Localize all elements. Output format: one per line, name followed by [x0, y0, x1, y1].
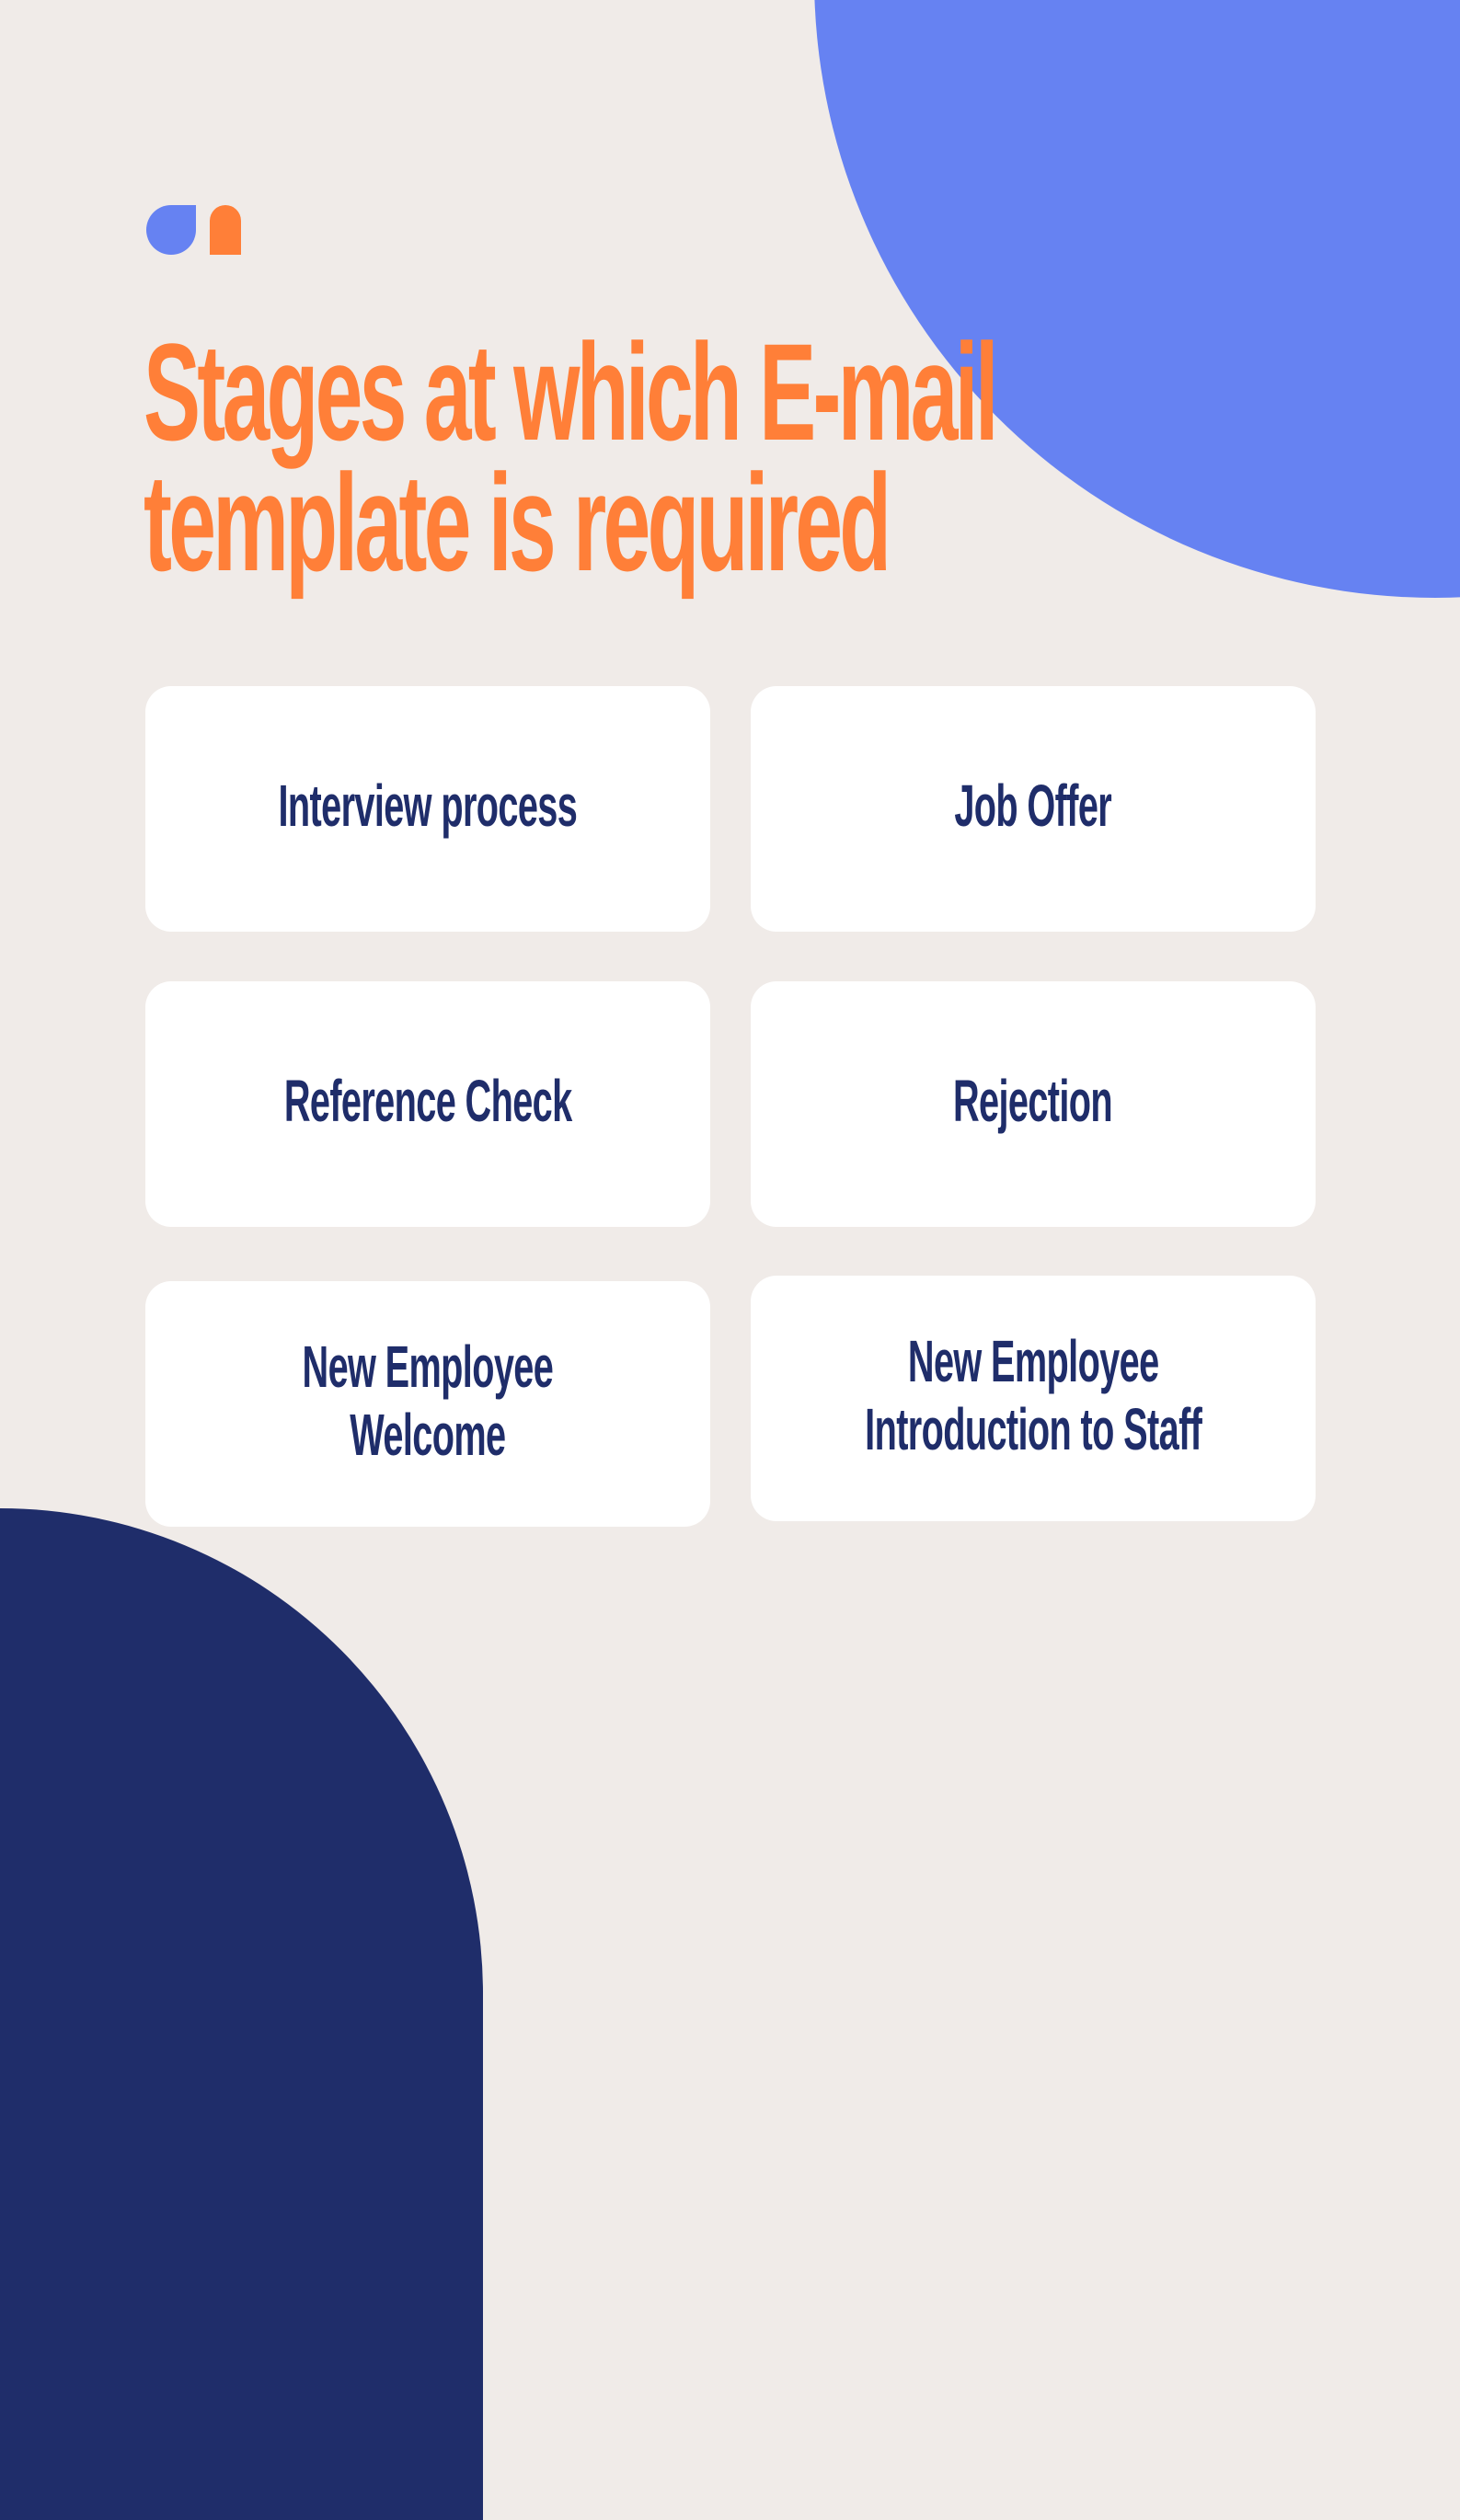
- quote-drop-shape: [146, 205, 196, 255]
- stage-card-text: Reference Check: [283, 1067, 572, 1134]
- stage-card-text: New Employee: [907, 1327, 1159, 1394]
- quote-mark-icon: [146, 205, 241, 255]
- stage-card-rejection: Rejection: [751, 981, 1316, 1227]
- stage-card-label: New Employee Introduction to Staff: [864, 1327, 1202, 1463]
- stage-card-text: Introduction to Staff: [864, 1395, 1202, 1462]
- stage-card-job-offer: Job Offer: [751, 686, 1316, 932]
- title-line-1: Stages at which E-mail: [144, 315, 999, 469]
- stage-card-text: Welcome: [350, 1401, 506, 1468]
- stage-card-label: Interview process: [279, 772, 578, 840]
- stage-card-label: Reference Check: [284, 1067, 572, 1135]
- stage-card-reference-check: Reference Check: [145, 981, 710, 1227]
- stage-card-new-employee-welcome: New Employee Welcome: [145, 1281, 710, 1527]
- stage-card-text: Job Offer: [954, 772, 1112, 839]
- stage-card-label: Job Offer: [955, 772, 1112, 840]
- stage-card-label: New Employee Welcome: [303, 1333, 554, 1469]
- title-line-2: template is required: [144, 445, 891, 600]
- stage-card-text: New Employee: [302, 1333, 554, 1400]
- stage-card-new-employee-introduction: New Employee Introduction to Staff: [751, 1276, 1316, 1521]
- stage-card-interview-process: Interview process: [145, 686, 710, 932]
- quote-arch-shape: [210, 205, 241, 255]
- stage-card-label: Rejection: [953, 1067, 1113, 1135]
- stage-card-text: Rejection: [953, 1067, 1113, 1134]
- stage-card-text: Interview process: [278, 772, 578, 839]
- decorative-navy-arch: [0, 1508, 483, 2520]
- page-title: Stages at which E-mail template is requi…: [144, 315, 1284, 600]
